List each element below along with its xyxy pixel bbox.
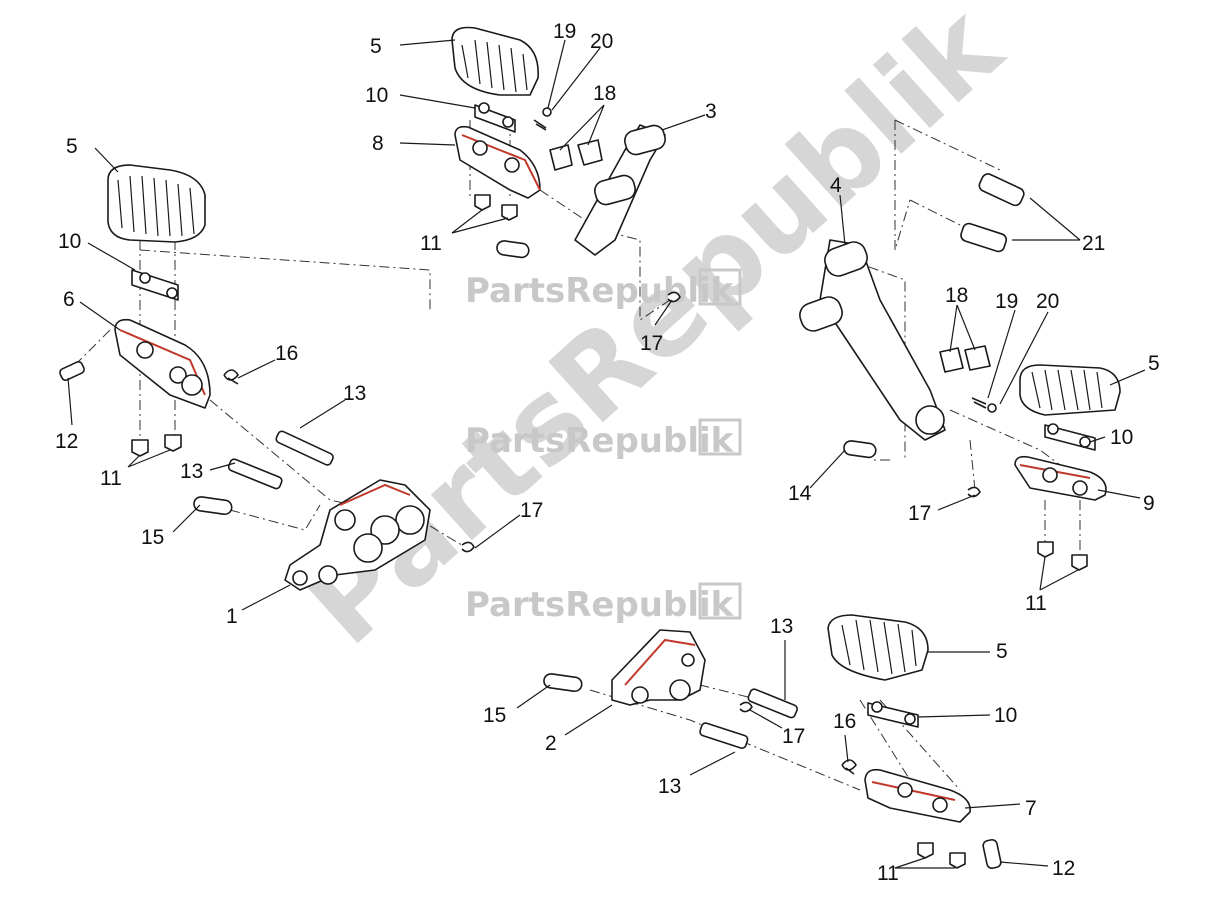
callout-18: 18 xyxy=(945,284,968,307)
part-11-bottom-bolts xyxy=(917,842,966,869)
callout-10: 10 xyxy=(1110,426,1133,449)
part-5-right-rubber xyxy=(1019,364,1121,416)
part-5-left-rubber xyxy=(107,164,206,243)
part-17-left-clip xyxy=(461,541,475,553)
callout-labels: 5 5 5 5 10 10 10 10 6 8 3 4 9 7 1 2 12 1… xyxy=(55,20,1160,885)
callout-11: 11 xyxy=(420,232,442,255)
part-7-bottom-footrest xyxy=(864,768,971,823)
callout-17: 17 xyxy=(640,332,663,355)
part-2-bottom-bracket xyxy=(611,629,706,706)
callout-5: 5 xyxy=(996,640,1008,663)
part-11-right-bolts xyxy=(1037,541,1088,571)
leader-lines xyxy=(67,39,1146,869)
callout-20: 20 xyxy=(590,30,613,53)
callout-5: 5 xyxy=(370,35,382,58)
part-20-right-ball xyxy=(987,403,997,413)
part-16-bottom-spring xyxy=(841,759,857,775)
callout-17: 17 xyxy=(908,502,931,525)
callout-12: 12 xyxy=(1052,857,1075,880)
part-16-left-spring xyxy=(223,369,239,385)
callout-10: 10 xyxy=(58,230,81,253)
callout-16: 16 xyxy=(833,710,856,733)
callout-17: 17 xyxy=(782,725,805,748)
part-13-left-bolts xyxy=(227,430,334,490)
part-21-bolts xyxy=(960,173,1025,253)
callout-2: 2 xyxy=(545,732,557,755)
part-8-top-footrest xyxy=(454,125,541,199)
part-10-top-plate xyxy=(474,102,516,133)
callout-19: 19 xyxy=(553,20,576,43)
callout-13: 13 xyxy=(658,775,681,798)
part-18-top-pads xyxy=(549,139,603,171)
part-13-bottom-bolts xyxy=(699,688,798,749)
callout-17: 17 xyxy=(520,499,543,522)
part-4-brake-lever xyxy=(799,239,946,441)
part-15-bottom-pin xyxy=(543,673,583,693)
callout-5: 5 xyxy=(66,135,78,158)
part-17-bottom-clip xyxy=(739,701,753,713)
part-19-right-spring xyxy=(971,397,987,409)
callout-3: 3 xyxy=(705,100,717,123)
part-12-left-pin xyxy=(59,361,85,381)
part-5-top-rubber xyxy=(451,26,539,96)
callout-14: 14 xyxy=(788,482,812,505)
callout-20: 20 xyxy=(1036,290,1059,313)
callout-13: 13 xyxy=(343,382,366,405)
watermark-row-3: PartsRepublik xyxy=(465,582,742,625)
part-18-right-pads xyxy=(939,345,991,373)
part-3-shift-lever xyxy=(574,124,666,256)
part-10-right-plate xyxy=(1044,423,1096,451)
callout-16: 16 xyxy=(275,342,298,365)
callout-10: 10 xyxy=(994,704,1017,727)
callout-8: 8 xyxy=(372,132,384,155)
callout-10: 10 xyxy=(365,84,388,107)
part-20-top-ball xyxy=(542,107,552,117)
part-12-bottom-pin xyxy=(982,838,1002,870)
part-1-left-bracket xyxy=(284,479,431,591)
watermark-text-3: PartsRepublik xyxy=(465,585,735,625)
callout-6: 6 xyxy=(63,288,75,311)
callout-12: 12 xyxy=(55,430,78,453)
callout-21: 21 xyxy=(1082,232,1105,255)
callout-7: 7 xyxy=(1025,797,1037,820)
callout-11: 11 xyxy=(100,467,122,490)
callout-9: 9 xyxy=(1143,492,1155,515)
watermark-row-1: PartsRepublik xyxy=(465,268,742,311)
part-6-left-footrest xyxy=(114,318,211,409)
callout-15: 15 xyxy=(141,526,164,549)
watermark-gear-icon xyxy=(698,418,742,456)
part-14-top-pin xyxy=(496,240,530,259)
part-11-left-bolts xyxy=(131,434,182,457)
callout-19: 19 xyxy=(995,290,1018,313)
callout-11: 11 xyxy=(1025,592,1047,615)
part-10-left-plate xyxy=(131,269,179,301)
watermark-text-2: PartsRepublik xyxy=(465,421,735,461)
callout-1: 1 xyxy=(226,605,238,628)
part-19-top-spring xyxy=(533,119,547,131)
callout-15: 15 xyxy=(483,704,506,727)
callout-13: 13 xyxy=(770,615,793,638)
part-5-bottom-rubber xyxy=(827,614,929,681)
part-11-top-bolts xyxy=(474,194,518,221)
callout-4: 4 xyxy=(830,174,842,197)
watermark-gear-icon xyxy=(698,268,742,306)
part-10-bottom-plate xyxy=(867,701,919,728)
part-15-left-pin xyxy=(193,496,233,516)
callout-11: 11 xyxy=(877,862,899,885)
watermark-text-1: PartsRepublik xyxy=(465,271,735,311)
watermark-gear-icon xyxy=(698,582,742,620)
part-14-right-pin xyxy=(843,440,877,459)
watermark-row-2: PartsRepublik xyxy=(465,418,742,461)
callout-18: 18 xyxy=(593,82,616,105)
callout-5: 5 xyxy=(1148,352,1160,375)
callout-13: 13 xyxy=(180,460,203,483)
part-9-right-footrest xyxy=(1014,455,1107,501)
